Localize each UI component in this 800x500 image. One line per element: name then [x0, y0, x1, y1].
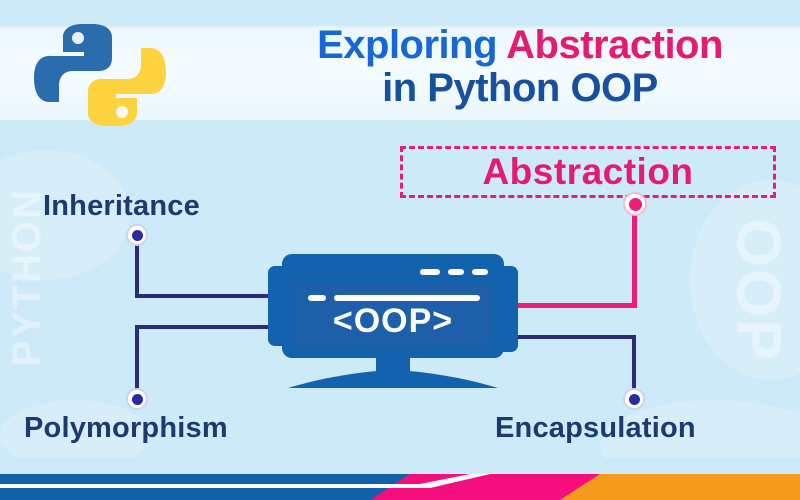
- bottom-accent-bar: [0, 458, 800, 500]
- page-title: Exploring Abstraction in Python OOP: [246, 23, 794, 111]
- connector-polymorphism-horizontal: [135, 325, 280, 329]
- node-abstraction[interactable]: [623, 192, 647, 216]
- watermark-oop: OOP: [723, 218, 793, 363]
- connector-abstraction-horizontal: [508, 303, 637, 308]
- monitor-illustration: <OOP>: [268, 248, 518, 396]
- background-blob-2: [690, 180, 800, 380]
- node-dot-icon: [628, 393, 640, 405]
- node-dot-icon: [131, 229, 143, 241]
- node-inheritance[interactable]: [126, 224, 148, 246]
- pillar-label-encapsulation: Encapsulation: [495, 412, 696, 444]
- abstraction-label: Abstraction: [482, 150, 694, 192]
- connector-inheritance-vertical: [135, 244, 139, 298]
- connector-encapsulation-horizontal: [508, 335, 636, 339]
- node-dot-icon: [131, 393, 143, 405]
- node-polymorphism[interactable]: [126, 388, 148, 410]
- node-encapsulation[interactable]: [623, 388, 645, 410]
- connector-polymorphism-vertical: [135, 325, 139, 390]
- node-dot-icon: [628, 197, 642, 211]
- connector-inheritance-horizontal: [135, 294, 280, 298]
- header-band-edge: [0, 26, 800, 28]
- pillar-label-polymorphism: Polymorphism: [24, 412, 228, 444]
- title-word-exploring: Exploring: [317, 23, 507, 67]
- title-line-two: in Python OOP: [382, 66, 658, 111]
- title-word-abstraction: Abstraction: [506, 23, 723, 67]
- connector-abstraction-vertical: [632, 212, 637, 308]
- svg-text:<OOP>: <OOP>: [333, 302, 453, 340]
- pillar-label-inheritance: Inheritance: [43, 190, 200, 222]
- python-logo: [20, 16, 200, 134]
- connector-encapsulation-vertical: [632, 335, 636, 391]
- abstraction-highlight-box[interactable]: Abstraction: [400, 146, 776, 198]
